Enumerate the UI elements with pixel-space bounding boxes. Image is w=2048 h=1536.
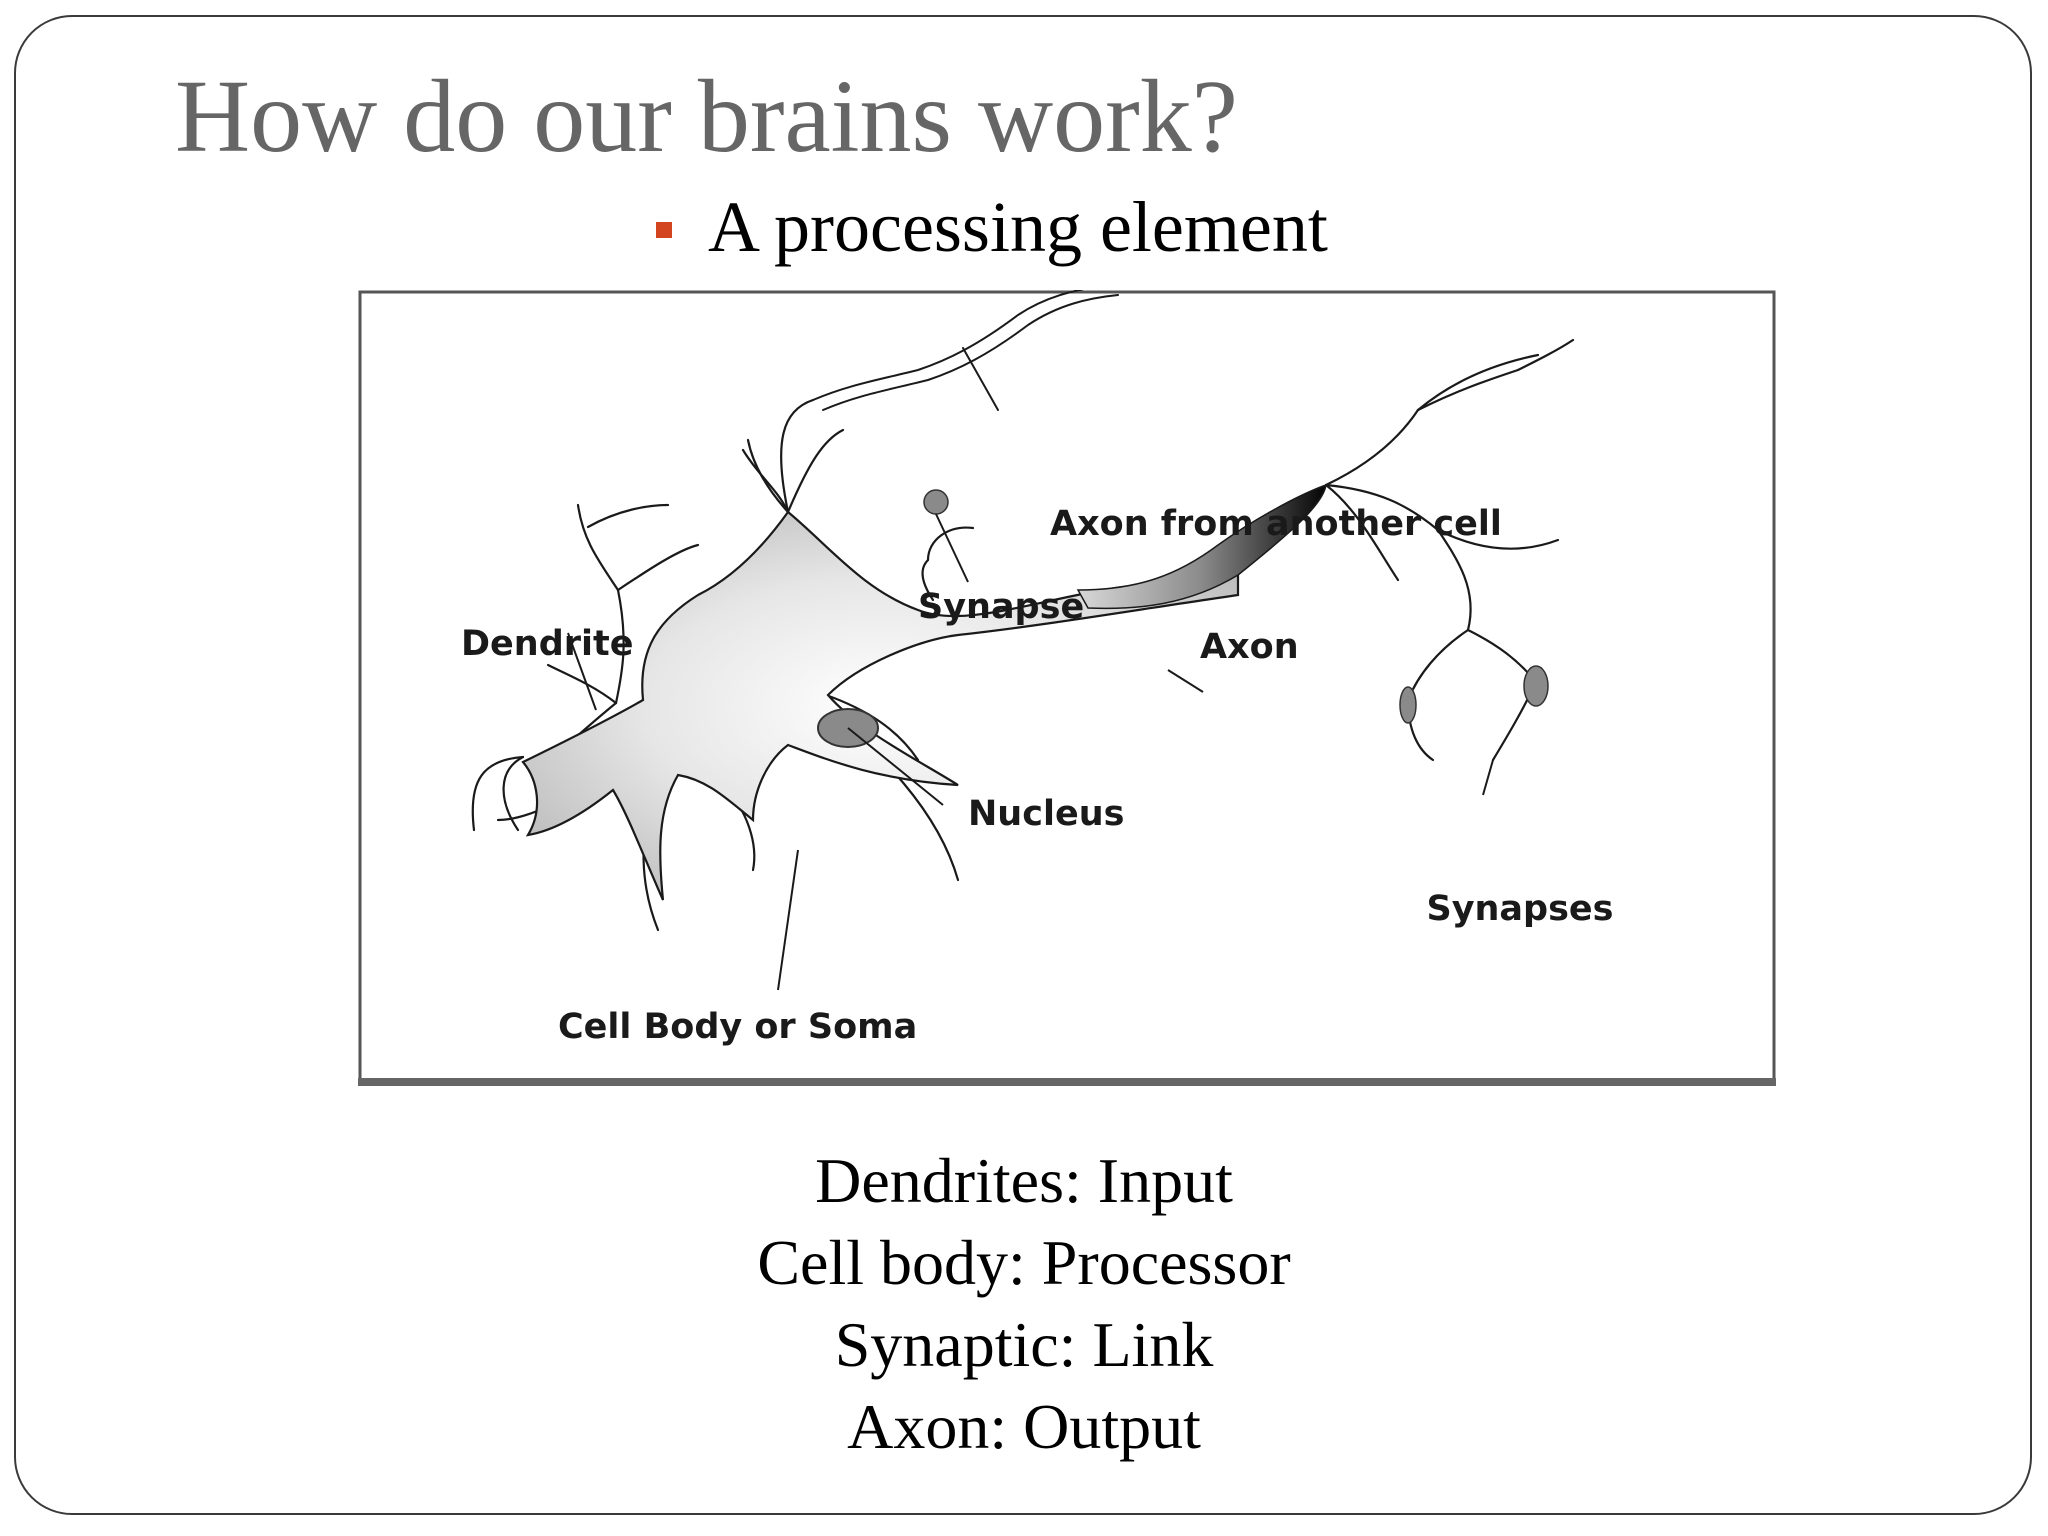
label-dendrite: Dendrite [461,624,634,664]
function-mapping-list: Dendrites: Input Cell body: Processor Sy… [0,1140,2048,1468]
axon-terminals [1324,338,1575,762]
label-nucleus: Nucleus [968,794,1124,834]
mapping-axon: Axon: Output [847,1391,1201,1462]
diagram-border [358,290,1776,1084]
mapping-cell-body: Cell body: Processor [757,1227,1291,1298]
leader-lines [567,513,1494,991]
mapping-dendrites: Dendrites: Input [815,1145,1233,1216]
cell-body [521,510,1240,901]
bullet-item: A processing element [656,187,1328,267]
label-axon-from-another-cell: Axon from another cell [1050,504,1502,544]
label-synapses: Synapses [1426,889,1613,929]
diagram-bottom-bar [358,1078,1776,1086]
bullet-text: A processing element [708,187,1328,267]
label-axon: Axon [1200,627,1299,667]
neuron-diagram: Axon from another cell Synapse Dendrite … [358,290,1776,1088]
synapse-knob-left [1399,686,1417,724]
mapping-synaptic: Synaptic: Link [834,1309,1214,1380]
slide-title: How do our brains work? [175,59,1238,174]
synapse-knob-top [923,489,949,515]
incoming-axon [812,290,1119,411]
synapse-knob-right [1523,665,1549,707]
neuron-diagram-svg: Axon from another cell Synapse Dendrite … [358,290,1776,1086]
label-cell-body: Cell Body or Soma [558,1007,917,1047]
label-synapse: Synapse [918,587,1084,627]
square-bullet-icon [656,221,672,238]
